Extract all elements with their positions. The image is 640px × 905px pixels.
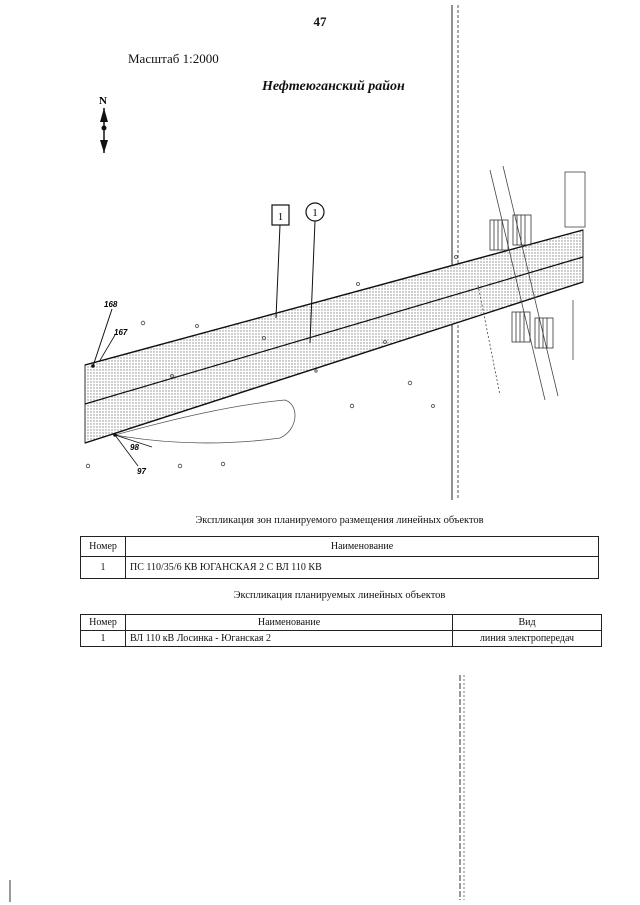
zones-cell-number: 1 <box>80 556 126 579</box>
objects-table-caption: Экспликация планируемых линейных объекто… <box>233 590 446 601</box>
zones-header-name: Наименование <box>125 536 599 557</box>
objects-cell-number: 1 <box>80 630 126 647</box>
zone-marker: 1 <box>271 204 290 319</box>
scale-label: Масштаб 1:2000 <box>128 51 219 66</box>
zone-edge <box>84 281 584 444</box>
lower-margin-lines <box>9 675 465 902</box>
north-arrow-icon: N <box>99 95 108 153</box>
table-row: 1 ПС 110/35/6 КВ ЮГАНСКАЯ 2 С ВЛ 110 КВ <box>80 556 599 579</box>
zones-table-caption: Экспликация зон планируемого размещения … <box>195 515 484 526</box>
road <box>477 165 586 401</box>
point-label-97: 97 <box>137 467 146 476</box>
objects-header-name: Наименование <box>125 614 453 631</box>
zone-edge <box>84 229 584 366</box>
north-label: N <box>99 95 107 107</box>
zones-cell-name: ПС 110/35/6 КВ ЮГАНСКАЯ 2 С ВЛ 110 КВ <box>125 556 599 579</box>
point-label-167: 167 <box>114 328 128 337</box>
point-label-168: 168 <box>104 300 118 309</box>
district-label: Нефтеюганский район <box>262 79 405 94</box>
objects-table: Номер Наименование Вид 1 ВЛ 110 кВ Лосин… <box>80 614 602 647</box>
objects-header-type: Вид <box>452 614 602 631</box>
page-number: 47 <box>313 14 327 29</box>
planned-zone-area <box>84 229 584 444</box>
survey-marks <box>85 255 458 469</box>
object-marker: 1 <box>305 202 325 344</box>
zones-table: Номер Наименование 1 ПС 110/35/6 КВ ЮГАН… <box>80 536 599 579</box>
boundary-points: 168 167 98 97 <box>91 300 153 476</box>
objects-cell-type: линия электропередач <box>452 630 602 647</box>
point-label-98: 98 <box>130 443 139 452</box>
road-crossing-hatch <box>489 214 554 349</box>
power-line-axis <box>84 256 584 405</box>
terrain-outline <box>114 399 296 444</box>
map-canvas: N <box>84 5 586 500</box>
zone-marker-label: 1 <box>278 211 284 223</box>
object-marker-label: 1 <box>312 207 318 219</box>
zones-header-number: Номер <box>80 536 126 557</box>
objects-header-number: Номер <box>80 614 126 631</box>
table-row: 1 ВЛ 110 кВ Лосинка - Юганская 2 линия э… <box>80 630 602 647</box>
